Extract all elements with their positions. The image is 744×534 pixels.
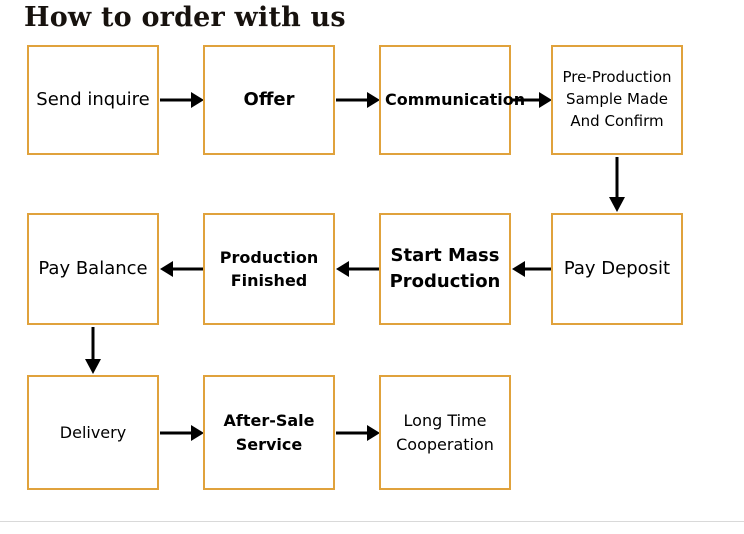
arrow-left-icon [512,260,552,278]
arrow-right-icon [336,424,380,442]
flow-node-communication[interactable]: Communication [379,45,526,155]
flow-node-label: Communication [385,90,526,110]
arrow-left-icon [160,260,204,278]
flow-node-label: Pay Balance [38,257,148,279]
flow-node-label: Long Time Cooperation [396,411,494,454]
flow-node-label: After-Sale Service [223,411,315,454]
flow-node-pay-balance[interactable]: Pay Balance [27,213,159,325]
arrow-right-icon [160,91,204,109]
flow-node-start-mass-production[interactable]: Start Mass Production [379,213,511,325]
flow-node-pay-deposit[interactable]: Pay Deposit [551,213,683,325]
footer-divider [0,521,744,522]
flow-node-label: Delivery [59,422,127,442]
flow-node-after-sale-service[interactable]: After-Sale Service [203,375,335,490]
arrow-right-icon [160,424,204,442]
page-title: How to order with us [24,2,346,33]
arrow-right-icon [336,91,380,109]
flow-node-production-finished[interactable]: Production Finished [203,213,335,325]
flow-node-label: Send inquire [36,88,150,110]
flow-node-pre-production-sample[interactable]: Pre-Production Sample Made And Confirm [551,45,683,155]
arrow-down-icon [84,327,102,374]
flow-node-long-time-cooperation[interactable]: Long Time Cooperation [379,375,511,490]
flow-node-send-inquire[interactable]: Send inquire [27,45,159,155]
flow-node-label: Pay Deposit [563,257,671,279]
flow-node-label: Production Finished [219,247,319,290]
flow-node-label: Offer [243,88,295,110]
arrow-left-icon [336,260,380,278]
flow-node-label: Start Mass Production [389,244,501,292]
arrow-down-icon [608,157,626,212]
flow-node-label: Pre-Production Sample Made And Confirm [562,68,672,130]
flow-node-delivery[interactable]: Delivery [27,375,159,490]
flow-node-offer[interactable]: Offer [203,45,335,155]
